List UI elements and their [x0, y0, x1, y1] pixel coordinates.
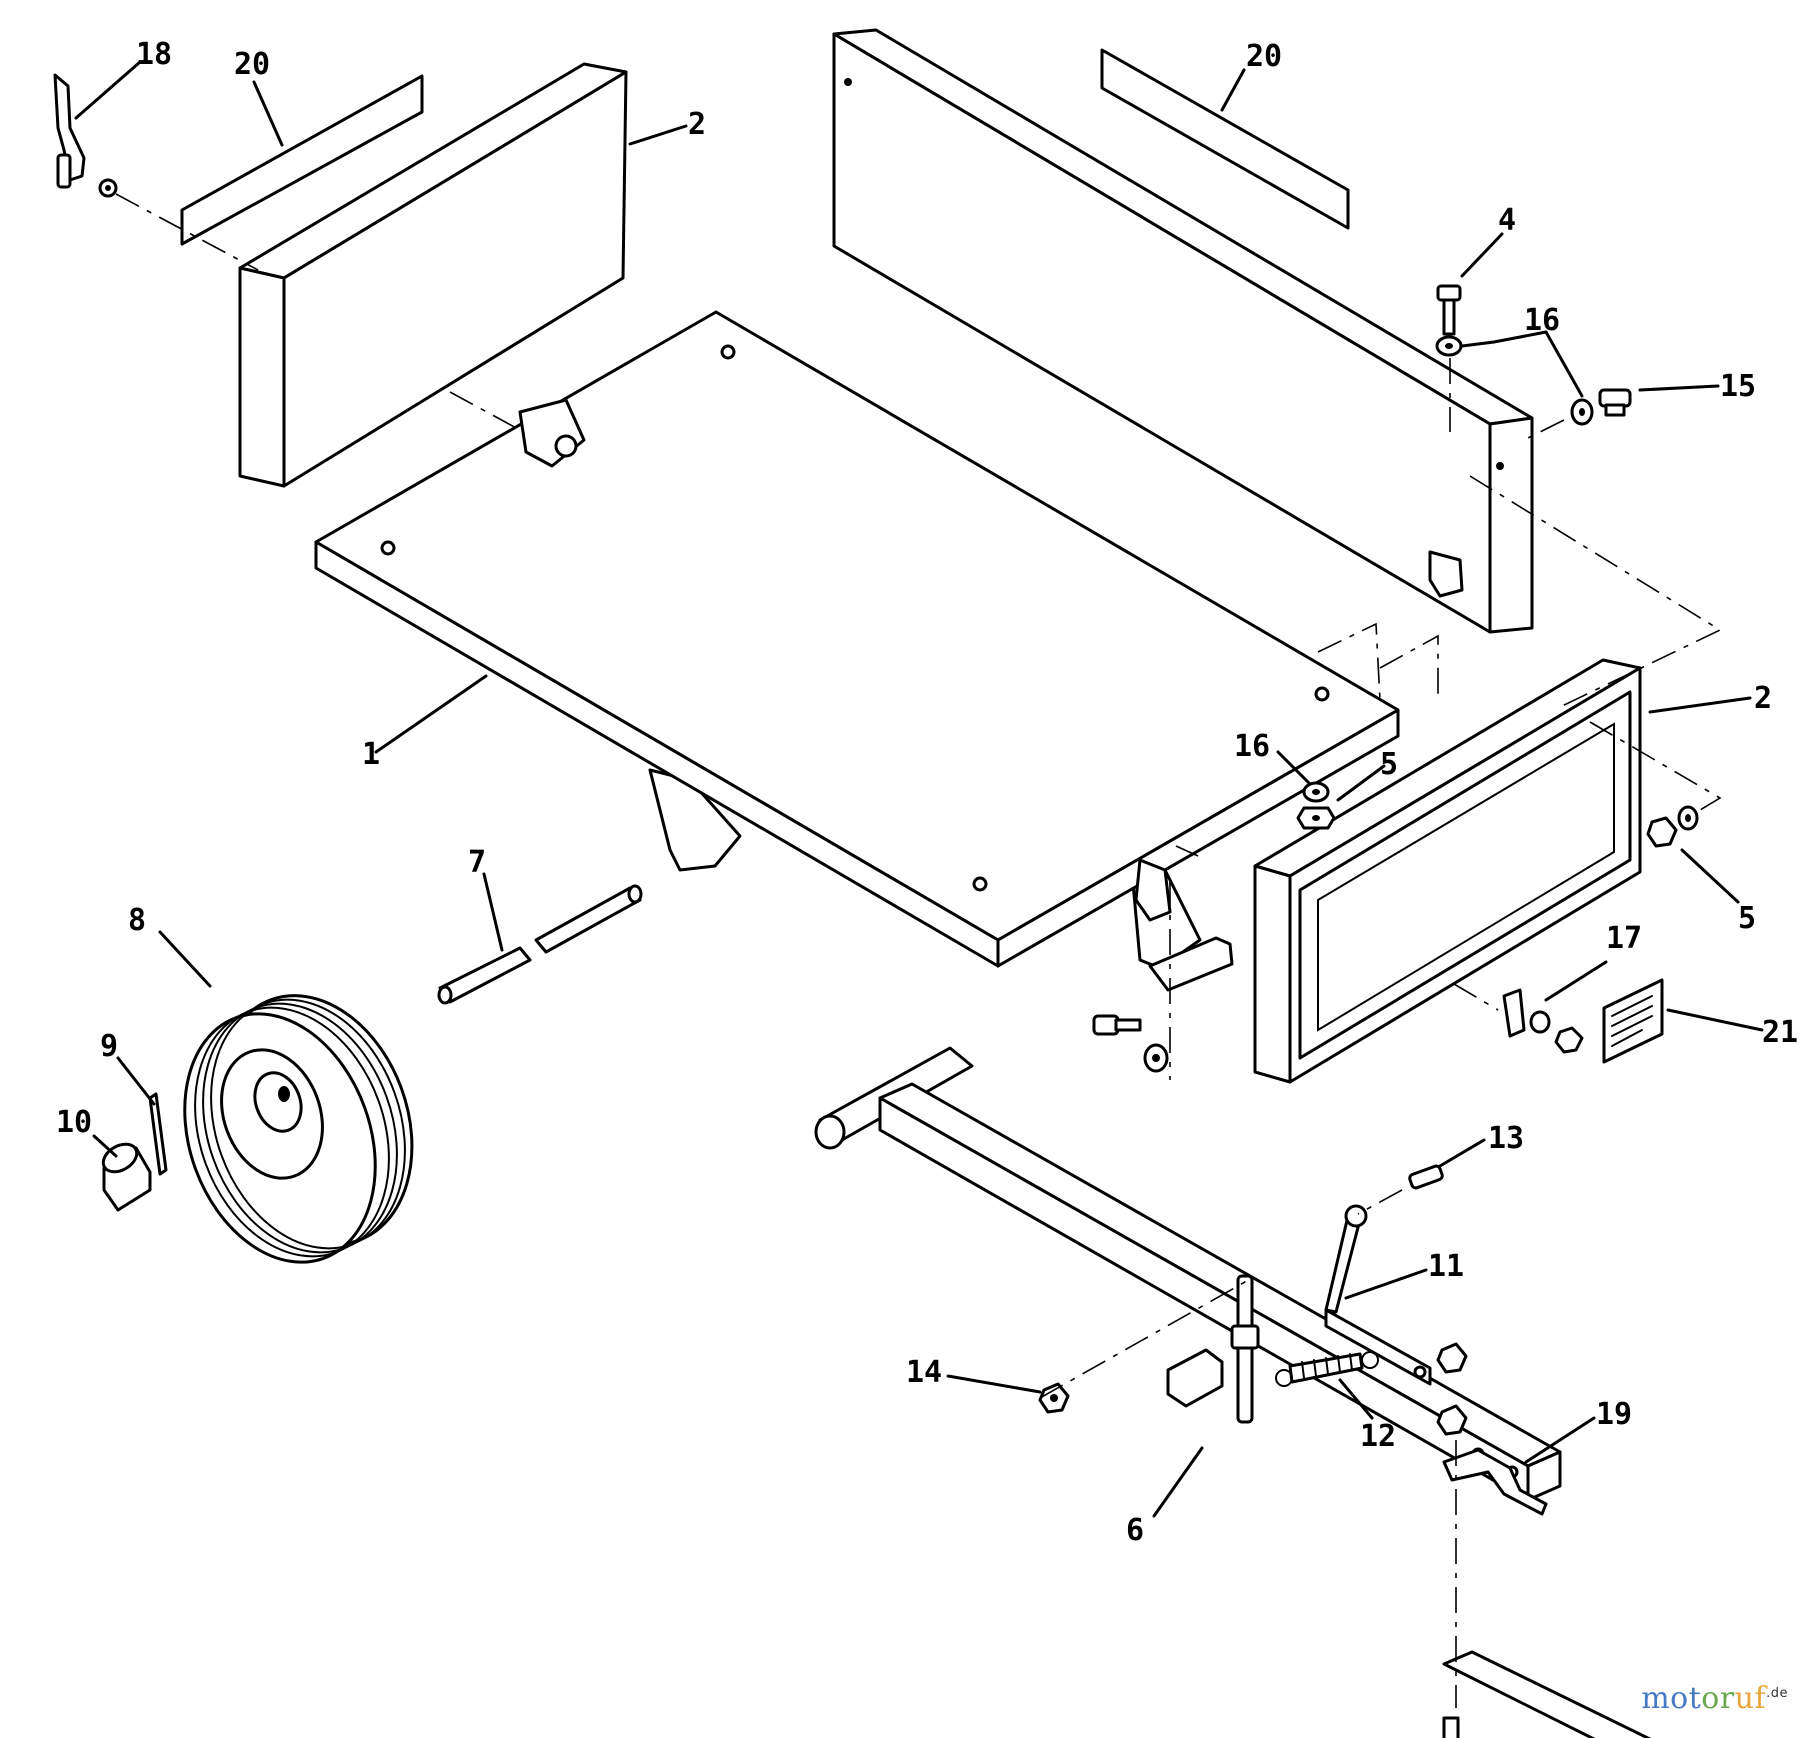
- callout-9: 9: [100, 1029, 118, 1064]
- left-decal-strip: [180, 74, 424, 246]
- callout-13: 13: [1488, 1121, 1524, 1156]
- callout-21: 21: [1762, 1015, 1798, 1050]
- hub-cap: [101, 1142, 152, 1212]
- callout-18: 18: [136, 37, 172, 72]
- callout-5: 5: [1380, 747, 1398, 782]
- left-side-board: [238, 62, 628, 488]
- assembly-centerlines: [115, 193, 1722, 1708]
- right-side-board: [832, 28, 1534, 634]
- warning-placard: [1602, 978, 1664, 1064]
- leader-lines: [74, 60, 1764, 1518]
- tongue-bar: [814, 1046, 1562, 1502]
- lever-arm: [1324, 1204, 1432, 1386]
- callout-14: 14: [906, 1355, 942, 1390]
- latch-bracket: [53, 73, 118, 198]
- brand-part-3: uf: [1734, 1681, 1767, 1716]
- axle-pins: [437, 884, 643, 1005]
- callout-11: 11: [1428, 1249, 1464, 1284]
- callout-7: 7: [468, 845, 486, 880]
- callout-10: 10: [56, 1105, 92, 1140]
- callout-17: 17: [1606, 921, 1642, 956]
- brand-part-2: or: [1701, 1681, 1735, 1716]
- tailgate-frame: [1253, 658, 1642, 1084]
- callout-19: 19: [1596, 1397, 1632, 1432]
- callout-5: 5: [1738, 901, 1756, 936]
- brand-suffix: .de: [1766, 1686, 1788, 1701]
- brand-part-1: mot: [1641, 1681, 1702, 1716]
- callout-4: 4: [1498, 203, 1516, 238]
- wheel-tire: [183, 994, 414, 1264]
- right-decal-strip: [1100, 48, 1350, 230]
- callout-15: 15: [1720, 369, 1756, 404]
- screw-and-nut: [1038, 1164, 1444, 1414]
- callout-2: 2: [1754, 681, 1772, 716]
- callout-12: 12: [1360, 1419, 1396, 1454]
- hardware: [1092, 284, 1699, 1073]
- brand-watermark: motoruf.de: [1641, 1681, 1788, 1716]
- tension-spring: [1275, 1351, 1379, 1387]
- callout-1: 1: [362, 737, 380, 772]
- callout-8: 8: [128, 903, 146, 938]
- cotter-pin: [148, 1092, 168, 1176]
- callout-20: 20: [1246, 39, 1282, 74]
- callout-16: 16: [1524, 303, 1560, 338]
- callout-2: 2: [688, 107, 706, 142]
- callout-20: 20: [234, 47, 270, 82]
- callout-labels: 18 20 2 20 4 16 15 2 1 16 5 5 7 8 9 10 1…: [56, 37, 1798, 1548]
- callout-16: 16: [1234, 729, 1270, 764]
- hitch-plates: [1436, 1342, 1652, 1738]
- callout-6: 6: [1126, 1513, 1144, 1548]
